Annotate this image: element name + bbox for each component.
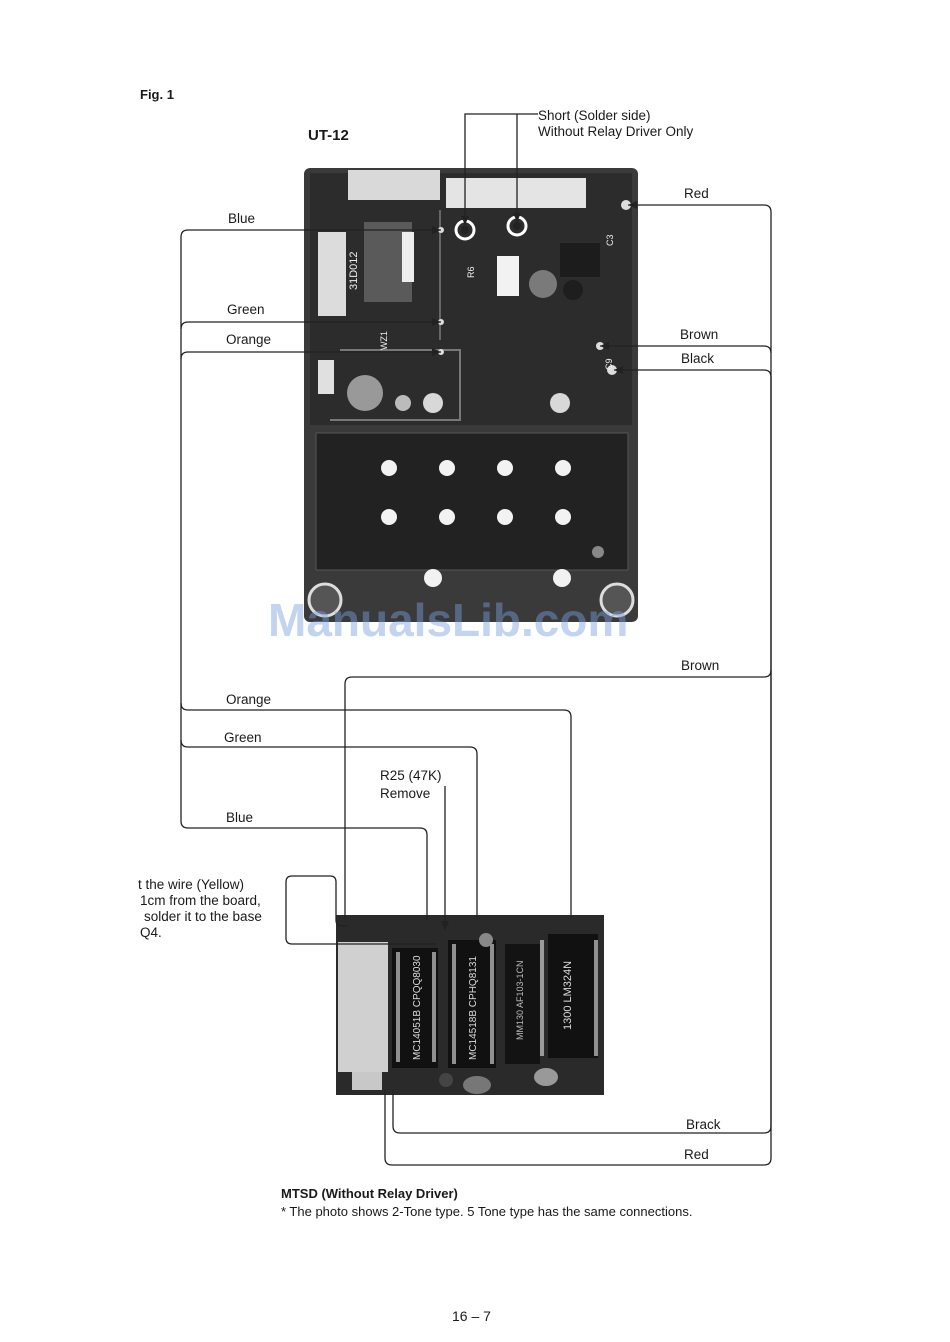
wire-label-black-top: Black <box>681 351 715 366</box>
r25-label: R25 (47K) <box>380 768 442 783</box>
wire-label-red-top: Red <box>684 186 709 201</box>
watermark: ManualsLib.com <box>268 594 629 646</box>
wire-label-orange-mid: Orange <box>226 692 272 707</box>
wire-label-brown-mid: Brown <box>681 658 720 673</box>
side-note-line4: Q4. <box>140 925 162 940</box>
wire-label-brown-top: Brown <box>680 327 719 342</box>
short-note-line1: Short (Solder side) <box>538 108 651 123</box>
short-note-line2: Without Relay Driver Only <box>538 124 694 139</box>
side-note-line3: solder it to the base <box>144 909 262 924</box>
wire-label-blue-top: Blue <box>228 211 256 226</box>
wire-label-brack: Brack <box>686 1117 721 1132</box>
side-note-line1: t the wire (Yellow) <box>138 877 245 892</box>
board-title-ut12: UT-12 <box>308 127 349 144</box>
page-number: 16 – 7 <box>452 1308 491 1324</box>
wire-label-green-mid: Green <box>224 730 262 745</box>
figure-label: Fig. 1 <box>140 87 174 102</box>
side-note-line2: 1cm from the board, <box>140 893 261 908</box>
wire-label-red-bottom: Red <box>684 1147 709 1162</box>
r25-remove: Remove <box>380 786 431 801</box>
wire-label-green-top: Green <box>227 302 265 317</box>
wire-label-blue-mid: Blue <box>226 810 254 825</box>
caption-title: MTSD (Without Relay Driver) <box>281 1186 458 1201</box>
wire-label-orange-top: Orange <box>226 332 272 347</box>
caption-note: * The photo shows 2-Tone type. 5 Tone ty… <box>281 1204 693 1219</box>
